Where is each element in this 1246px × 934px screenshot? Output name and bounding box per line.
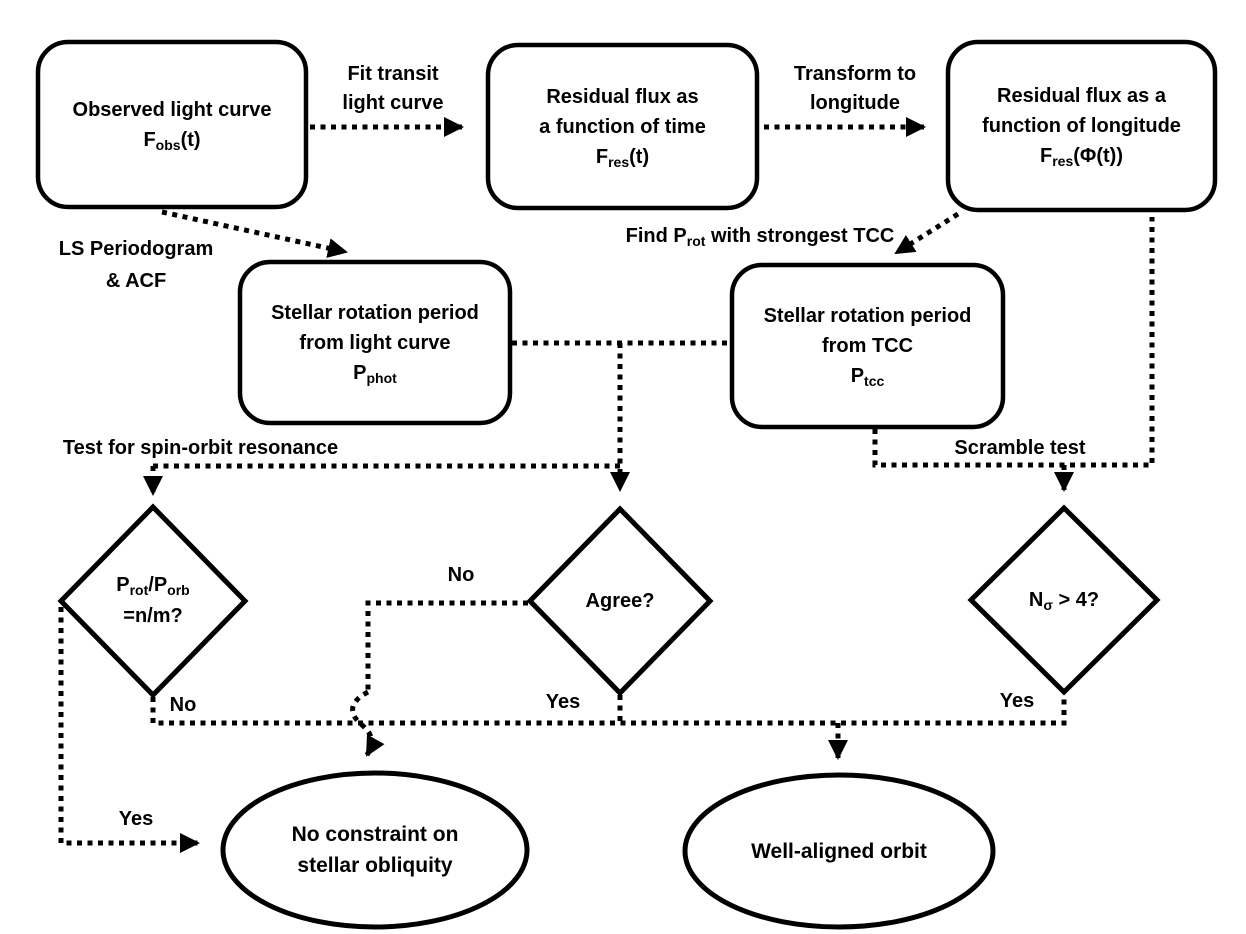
edge-resonance-yes-arrow	[58, 607, 200, 853]
edge-agree-no-hop-arrow	[350, 689, 385, 757]
node-rotation-period-phot: Stellar rotation period from light curve…	[240, 262, 510, 423]
edge-label-fit-transit: Fit transit light curve	[342, 63, 444, 114]
node-rotation-period-tcc: Stellar rotation period from TCC Ptcc	[732, 265, 1003, 427]
node-title: from TCC	[821, 335, 914, 357]
edge-label-resonance-no: No	[169, 693, 197, 716]
decision-text: Agree?	[585, 589, 655, 612]
edge-bottom-bus	[150, 694, 1067, 726]
node-title: Residual flux as a	[997, 85, 1166, 107]
terminal-well-aligned: Well-aligned orbit	[685, 775, 993, 927]
node-formula: Fres(t)	[595, 145, 650, 170]
edge-label-test-resonance: Test for spin-orbit resonance	[62, 436, 339, 459]
box-rotation-period-phot	[237, 259, 513, 426]
diamond-agree	[526, 505, 714, 697]
ellipse-no-constraint	[220, 770, 530, 930]
edge-label-agree-yes: Yes	[545, 690, 581, 713]
edge-label-agree-no: No	[447, 563, 475, 586]
terminal-text: No constraint on	[291, 823, 459, 846]
node-formula: Fres(Φ(t))	[1040, 145, 1123, 169]
node-title: Residual flux as	[546, 85, 699, 108]
node-title: Observed light curve	[72, 98, 272, 121]
node-title: a function of time	[539, 115, 706, 138]
decision-formula: Prot/Porb	[116, 574, 190, 598]
node-formula: Fobs(t)	[143, 128, 201, 153]
edge-longitude-to-ptcc-arrow	[894, 211, 960, 256]
ellipse-well-aligned	[682, 772, 996, 930]
edge-agree-no	[365, 600, 528, 692]
node-formula: Pphot	[353, 361, 397, 386]
edge-label-transform: Transform to longitude	[793, 63, 917, 114]
edge-label-resonance-yes: Yes	[118, 807, 154, 830]
edge-label-nsigma-yes: Yes	[999, 689, 1035, 712]
diamond-spin-orbit-resonance	[57, 503, 249, 699]
box-rotation-period-tcc	[729, 262, 1006, 430]
node-title: from light curve	[299, 331, 451, 354]
edge-label-ls-periodogram: LS Periodogram & ACF	[58, 238, 214, 292]
decision-formula: Nσ > 4?	[1028, 588, 1100, 613]
terminal-text: Well-aligned orbit	[751, 839, 927, 863]
node-title: Stellar rotation period	[763, 305, 972, 327]
decision-nsigma: Nσ > 4?	[971, 508, 1157, 692]
box-residual-flux-longitude	[945, 39, 1218, 213]
node-residual-flux-time: Residual flux as a function of time Fres…	[488, 45, 757, 208]
node-title: Stellar rotation period	[271, 301, 479, 324]
decision-agree: Agree?	[530, 509, 710, 693]
edge-label-find-prot: Find Prot with strongest TCC	[625, 224, 895, 249]
node-observed-light-curve: Observed light curve Fobs(t)	[38, 42, 306, 207]
terminal-no-constraint: No constraint on stellar obliquity	[223, 773, 527, 927]
decision-spin-orbit-resonance: Prot/Porb =n/m?	[61, 507, 245, 695]
node-formula: Ptcc	[850, 365, 885, 389]
diamond-nsigma	[967, 504, 1161, 696]
decision-text: =n/m?	[123, 605, 183, 627]
node-residual-flux-longitude: Residual flux as a function of longitude…	[948, 42, 1215, 210]
terminal-text: stellar obliquity	[297, 854, 453, 877]
box-observed-light-curve	[35, 39, 309, 210]
node-title: function of longitude	[982, 115, 1181, 137]
edge-label-scramble-test: Scramble test	[954, 436, 1086, 459]
box-residual-flux-time	[485, 42, 760, 211]
